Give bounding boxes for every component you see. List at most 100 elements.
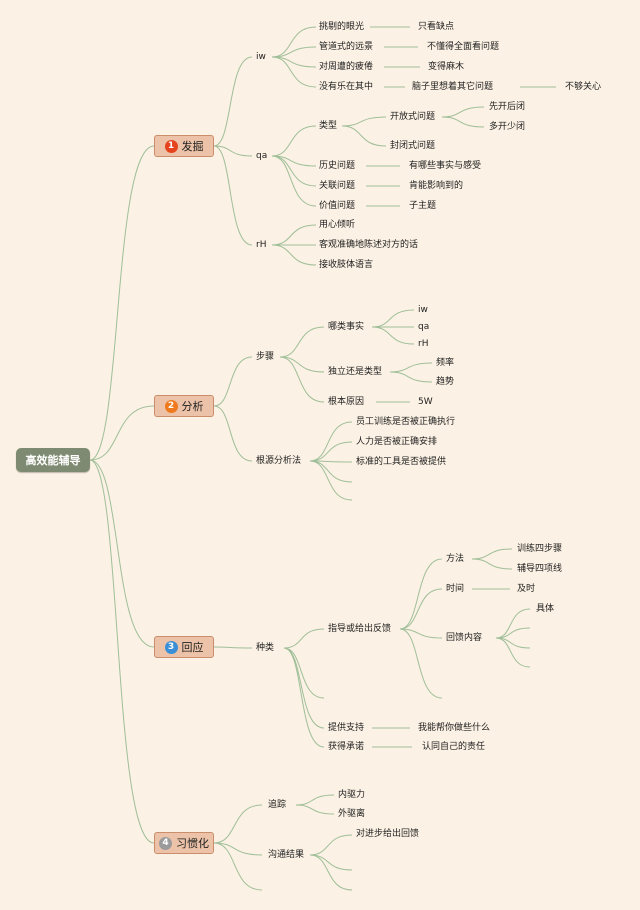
- node-open-then-close[interactable]: 先开后闭: [489, 102, 526, 112]
- connector-curve: [309, 421, 353, 462]
- node-tracking[interactable]: 追踪: [268, 800, 287, 810]
- node-affected[interactable]: 肯能影响到的: [409, 181, 464, 191]
- connector-curve: [295, 794, 335, 806]
- node-iw-2[interactable]: iw: [418, 305, 428, 315]
- node-trend[interactable]: 趋势: [436, 377, 455, 387]
- number-badge-icon: 2: [164, 399, 178, 413]
- node-support[interactable]: 提供支持: [328, 723, 365, 733]
- node-outer-drive[interactable]: 外驱离: [338, 809, 366, 819]
- connector-curve: [371, 309, 415, 328]
- node-not-whole-view[interactable]: 不懂得全面看问题: [427, 42, 500, 52]
- root-node[interactable]: 高效能辅导: [16, 448, 90, 472]
- node-body-language[interactable]: 接收肢体语言: [319, 260, 374, 270]
- connector-curve: [371, 326, 415, 345]
- node-four-lines[interactable]: 辅导四项线: [517, 564, 563, 574]
- node-types[interactable]: 类型: [319, 121, 338, 131]
- branch-node-3[interactable]: 3 回应: [154, 636, 214, 658]
- node-staffing[interactable]: 人力是否被正确安排: [356, 437, 438, 447]
- node-qa-2[interactable]: qa: [418, 322, 430, 332]
- node-5w[interactable]: 5W: [418, 397, 433, 407]
- node-timely[interactable]: 及时: [517, 584, 536, 594]
- node-pipe-vision[interactable]: 管道式的远景: [319, 42, 374, 52]
- connector-curve: [295, 804, 335, 815]
- node-kinds[interactable]: 种类: [256, 643, 275, 653]
- node-tools[interactable]: 标准的工具是否被提供: [356, 457, 447, 467]
- connector-curve: [471, 558, 513, 570]
- connector-curve: [213, 56, 253, 147]
- root-label: 高效能辅导: [25, 454, 81, 467]
- connector-curve: [213, 145, 253, 157]
- branch-label: 回应: [181, 641, 204, 654]
- node-value-q[interactable]: 价值问题: [319, 201, 356, 211]
- connector-curve: [389, 371, 433, 383]
- node-root-analysis[interactable]: 根源分析法: [256, 456, 302, 466]
- connector-curve: [309, 854, 353, 891]
- node-qa[interactable]: qa: [256, 151, 268, 161]
- number-badge-icon: 1: [164, 139, 178, 153]
- connector-curve: [309, 441, 353, 462]
- node-thinking-else[interactable]: 脑子里想着其它问题: [412, 82, 494, 92]
- node-training[interactable]: 员工训练是否被正确执行: [356, 417, 456, 427]
- connector-curve: [399, 588, 443, 630]
- connector-curve: [399, 628, 443, 639]
- node-method[interactable]: 方法: [446, 554, 465, 564]
- node-only-faults[interactable]: 只看缺点: [418, 22, 455, 32]
- node-commitment[interactable]: 获得承诺: [328, 742, 365, 752]
- node-related-q[interactable]: 关联问题: [319, 181, 356, 191]
- node-root-cause[interactable]: 根本原因: [328, 397, 365, 407]
- node-iw[interactable]: iw: [256, 52, 266, 62]
- node-frequency[interactable]: 频率: [436, 358, 455, 368]
- branch-node-1[interactable]: 1 发掘: [154, 135, 214, 157]
- node-not-caring[interactable]: 不够关心: [565, 82, 602, 92]
- connector-curve: [89, 459, 155, 844]
- connector-curve: [309, 460, 353, 483]
- connector-curve: [399, 558, 443, 630]
- connector-curve: [341, 116, 387, 127]
- node-communicate-results[interactable]: 沟通结果: [268, 850, 305, 860]
- connector-curve: [283, 647, 325, 699]
- branch-node-4[interactable]: 4 习惯化: [154, 832, 214, 854]
- node-open-question[interactable]: 开放式问题: [390, 112, 436, 122]
- node-tired[interactable]: 对周遭的疲倦: [319, 62, 374, 72]
- node-subtopic[interactable]: 子主题: [409, 201, 437, 211]
- connector-curve: [341, 125, 387, 147]
- connector-curve: [279, 356, 325, 373]
- node-independent[interactable]: 独立还是类型: [328, 367, 383, 377]
- branch-label: 发掘: [181, 140, 204, 153]
- connector-curve: [213, 145, 253, 246]
- node-how-help[interactable]: 我能帮你做些什么: [418, 723, 491, 733]
- node-coach-feedback[interactable]: 指导或给出反馈: [328, 624, 392, 634]
- connector-curve: [271, 224, 317, 246]
- node-restate[interactable]: 客观准确地陈述对方的话: [319, 240, 419, 250]
- node-numb[interactable]: 变得麻木: [428, 62, 465, 72]
- node-picky-eye[interactable]: 挑剔的眼光: [319, 22, 365, 32]
- connector-curve: [283, 647, 325, 748]
- node-no-joy[interactable]: 没有乐在其中: [319, 82, 374, 92]
- node-history-q[interactable]: 历史问题: [319, 161, 356, 171]
- node-which-facts[interactable]: 哪类事实: [328, 322, 365, 332]
- connector-curve: [279, 356, 325, 403]
- connector-curve: [89, 405, 155, 461]
- node-progress-feedback[interactable]: 对进步给出回馈: [356, 829, 420, 839]
- node-time[interactable]: 时间: [446, 584, 465, 594]
- node-inner-drive[interactable]: 内驱力: [338, 790, 366, 800]
- node-rh-2[interactable]: rH: [418, 339, 429, 349]
- connector-curve: [213, 356, 253, 407]
- node-closed-question[interactable]: 封闭式问题: [390, 141, 436, 151]
- node-listen[interactable]: 用心倾听: [319, 220, 356, 230]
- connector-curve: [271, 26, 317, 58]
- connector-curve: [471, 548, 513, 560]
- node-four-steps[interactable]: 训练四步骤: [517, 544, 563, 554]
- node-own-responsibility[interactable]: 认同自己的责任: [422, 742, 486, 752]
- node-rh[interactable]: rH: [256, 240, 267, 250]
- node-feedback-content[interactable]: 回馈内容: [446, 633, 483, 643]
- connector-curve: [441, 116, 485, 128]
- node-specific[interactable]: 具体: [536, 604, 555, 614]
- node-more-open[interactable]: 多开少闭: [489, 122, 526, 132]
- node-facts-feelings[interactable]: 有哪些事实与感受: [409, 161, 482, 171]
- branch-node-2[interactable]: 2 分析: [154, 395, 214, 417]
- connector-curve: [399, 628, 443, 699]
- node-steps[interactable]: 步骤: [256, 352, 275, 362]
- number-badge-icon: 4: [159, 836, 172, 850]
